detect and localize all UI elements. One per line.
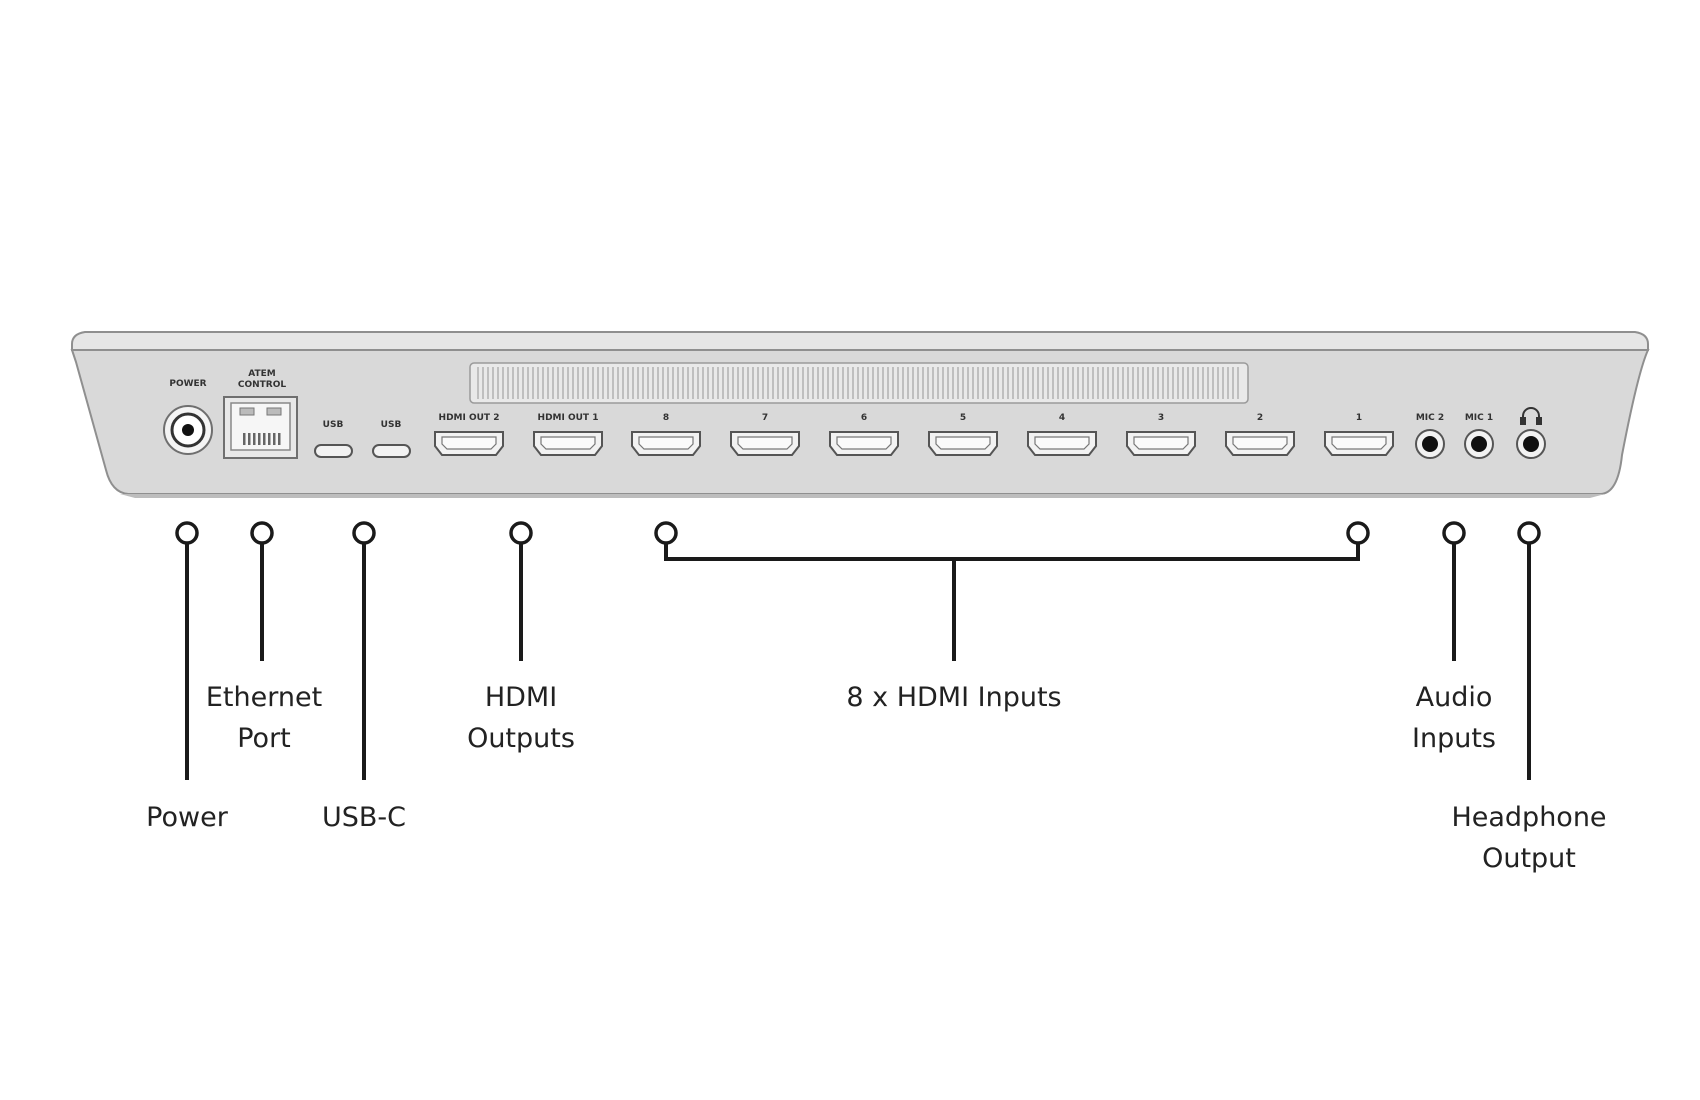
hdmi-input-number: 3	[1158, 413, 1164, 423]
ethernet-led-left	[239, 407, 255, 416]
usb-2-panel-label: USB	[381, 420, 402, 430]
hdmi-inputs-callout	[654, 521, 1370, 661]
hdmi-input-number: 2	[1257, 413, 1263, 423]
hdmi-out-port-2	[434, 431, 504, 456]
hdmi-port-opening	[1133, 436, 1189, 450]
hdmi-port-opening	[836, 436, 892, 450]
ethernet-port-pins	[239, 407, 282, 445]
hdmi-inputs-label: 8 x HDMI Inputs	[846, 682, 1061, 713]
hdmi-outputs-callout-marker	[509, 521, 533, 545]
ethernet-label-line2: Port	[237, 723, 291, 754]
mic-2-panel-label: MIC 2	[1416, 413, 1444, 423]
headphone-jack	[1516, 429, 1546, 459]
device-bottom-lip	[120, 494, 1605, 498]
usb-c-port-1	[314, 444, 353, 458]
power-label: Power	[146, 802, 229, 833]
hdmi-port-opening	[1232, 436, 1288, 450]
hdmi-port-opening	[935, 436, 991, 450]
hdmi-input-numbers: 8 7 6 5 4 3 2 1	[663, 413, 1362, 423]
hdmi-input-number: 5	[960, 413, 966, 423]
headphone-icon	[1520, 407, 1542, 425]
ethernet-pin	[278, 433, 281, 445]
hdmi-outputs-label-line2: Outputs	[467, 723, 575, 754]
power-jack-pin	[182, 424, 194, 436]
hdmi-input-port-5	[928, 431, 998, 456]
hdmi-input-port-7	[730, 431, 800, 456]
jack-hole	[1422, 436, 1438, 452]
power-callout-marker	[175, 521, 199, 545]
mic-2-jack	[1415, 429, 1445, 459]
usb-c-callout-marker	[352, 521, 376, 545]
hdmi-port-opening	[540, 436, 596, 450]
ethernet-panel-label-line2: CONTROL	[238, 380, 287, 390]
hdmi-input-number: 1	[1356, 413, 1362, 423]
hdmi-input-number: 4	[1059, 413, 1065, 423]
ethernet-led-right	[266, 407, 282, 416]
hdmi-port-opening	[441, 436, 497, 450]
vent-slots	[477, 367, 1239, 399]
hdmi-inputs-callout-marker-left	[654, 521, 678, 545]
ethernet-pin	[243, 433, 246, 445]
hdmi-input-number: 8	[663, 413, 669, 423]
jack-hole	[1523, 436, 1539, 452]
ethernet-pin	[248, 433, 251, 445]
usb-c-label: USB-C	[322, 802, 406, 833]
headphone-output-callout-marker	[1517, 521, 1541, 545]
ethernet-pin	[263, 433, 266, 445]
jack-hole	[1471, 436, 1487, 452]
hdmi-input-port-2	[1225, 431, 1295, 456]
device-body	[70, 349, 1650, 495]
hdmi-port-opening	[638, 436, 694, 450]
audio-inputs-label-line2: Inputs	[1412, 723, 1496, 754]
ethernet-pin	[268, 433, 271, 445]
hdmi-port-opening	[1034, 436, 1090, 450]
audio-jacks	[1415, 429, 1546, 459]
headphone-output-callout	[1517, 521, 1541, 780]
ethernet-pin	[273, 433, 276, 445]
hdmi-input-port-8	[631, 431, 701, 456]
hdmi-input-port-6	[829, 431, 899, 456]
headphone-output-label-line1: Headphone	[1451, 802, 1606, 833]
device-rear-panel: POWER ATEM CONTROL USB USB HDMI OUT 2 HD…	[70, 331, 1650, 498]
power-panel-label: POWER	[169, 379, 206, 389]
ethernet-pin	[253, 433, 256, 445]
hdmi-input-port-3	[1126, 431, 1196, 456]
hdmi-input-number: 6	[861, 413, 867, 423]
vent-grille	[469, 362, 1249, 404]
callout-labels: Power Ethernet Port USB-C HDMI Outputs 8…	[146, 682, 1606, 874]
hdmi-out-2-panel-label: HDMI OUT 2	[439, 413, 500, 423]
audio-inputs-callout	[1442, 521, 1466, 661]
hdmi-ports	[434, 431, 1394, 456]
mic-1-panel-label: MIC 1	[1465, 413, 1493, 423]
hdmi-outputs-label-line1: HDMI	[485, 682, 557, 713]
hdmi-port-opening	[1331, 436, 1387, 450]
hdmi-out-1-panel-label: HDMI OUT 1	[538, 413, 599, 423]
ethernet-callout-marker	[250, 521, 274, 545]
hdmi-input-number: 7	[762, 413, 768, 423]
ethernet-callout	[250, 521, 274, 661]
hdmi-port-opening	[737, 436, 793, 450]
hdmi-out-port-1	[533, 431, 603, 456]
usb-1-panel-label: USB	[323, 420, 344, 430]
ethernet-pin	[258, 433, 261, 445]
headphone-output-label-line2: Output	[1482, 843, 1576, 874]
device-top-rim	[71, 331, 1649, 351]
audio-inputs-callout-marker	[1442, 521, 1466, 545]
callout-lines	[175, 521, 1541, 780]
usb-c-port-2	[372, 444, 411, 458]
hdmi-outputs-callout	[509, 521, 533, 661]
mic-1-jack	[1464, 429, 1494, 459]
hdmi-input-port-4	[1027, 431, 1097, 456]
ethernet-label-line1: Ethernet	[206, 682, 322, 713]
audio-inputs-label-line1: Audio	[1416, 682, 1493, 713]
hdmi-input-port-1	[1324, 431, 1394, 456]
power-callout	[175, 521, 199, 780]
hdmi-inputs-callout-marker-right	[1346, 521, 1370, 545]
usb-c-callout	[352, 521, 376, 780]
ethernet-panel-label-line1: ATEM	[248, 369, 276, 379]
